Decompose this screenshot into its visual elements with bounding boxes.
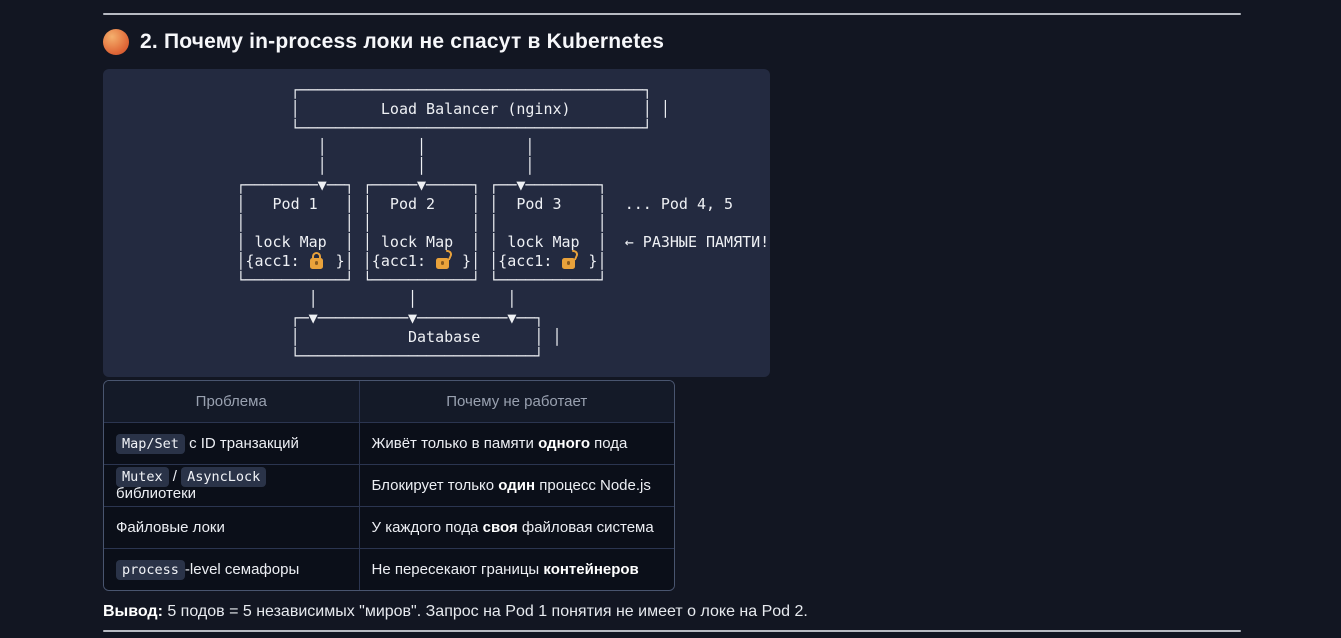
table-row: process-level семафоры Не пересекают гра… [104,547,674,590]
table-header-problem: Проблема [104,381,360,423]
cell-text: Файловые локи [116,518,225,536]
ascii-line: └──────────────────────────────────────┘ [119,119,652,137]
table-header-reason: Почему не работает [358,381,674,423]
section-heading: 2. Почему in-process локи не спасут в Ku… [103,29,1241,55]
code-chip: AsyncLock [181,467,267,487]
kubernetes-diagram-panel: ┌──────────────────────────────────────┐… [103,69,770,377]
problem-cell: Map/Set с ID транзакций [104,421,360,465]
ascii-line: └───────────┘ └───────────┘ └───────────… [119,271,607,289]
orange-sphere-emoji-icon [103,29,129,55]
ascii-line: ┌────────▼──┐ ┌─────▼─────┐ ┌──▼────────… [119,176,607,194]
lock-closed-icon [309,252,327,269]
table-row: Файловые локи У каждого пода своя файлов… [104,505,674,549]
cell-bold-text: контейнеров [543,560,639,578]
top-divider [103,13,1241,15]
cell-text: процесс Node.js [535,476,651,494]
reason-cell: Живёт только в памяти одного пода [358,421,674,465]
cell-bold-text: своя [482,518,518,536]
page: { "colors": { "page_bg": "#121622", "pan… [0,13,1341,638]
article-content: 2. Почему in-process локи не спасут в Ku… [0,13,1341,632]
cell-text: / [168,468,182,485]
ascii-line: │ │ │ [119,157,535,175]
ascii-line: │ Database │ │ [119,328,562,346]
problem-cell: process-level семафоры [104,547,360,590]
ascii-line: ┌──────────────────────────────────────┐ [119,81,652,99]
table-row: Map/Set с ID транзакций Живёт только в п… [104,421,674,465]
ascii-line: └──────────────────────────┘ [119,347,544,365]
table-row: Mutex / AsyncLock библиотеки Блокирует т… [104,463,674,507]
reason-cell: Не пересекают границы контейнеров [358,547,674,590]
ascii-line: │ Pod 1 │ │ Pod 2 │ │ Pod 3 │ ... Pod 4,… [119,195,734,213]
ascii-line: │ Load Balancer (nginx) │ │ [119,100,670,118]
lock-row-text: │{acc1: [119,252,309,270]
cell-text: Живёт только в памяти [371,434,539,452]
bottom-divider [103,630,1241,632]
ascii-line: │ │ │ │ │ │ [119,214,607,232]
cell-text: Не пересекают границы [371,560,544,578]
code-chip: Map/Set [116,433,185,454]
lock-row-text: }│ [579,252,607,270]
lock-row-text: }│ │{acc1: [326,252,436,270]
problem-cell: Mutex / AsyncLock библиотеки [104,463,360,507]
cell-bold-text: один [498,476,536,494]
ascii-lock-row: │{acc1: }│ │{acc1: }│ │{acc1: }│ [119,248,754,271]
cell-text: с ID транзакций [184,434,299,452]
problem-cell: Файловые локи [104,505,360,549]
code-chip: process [116,559,185,580]
cell-text: файловая система [517,518,654,536]
ascii-line: │ │ │ [119,290,517,308]
conclusion-label: Вывод: [103,603,163,620]
ascii-line: ┌─▼──────────▼──────────▼──┐ [119,309,544,327]
section-title: 2. Почему in-process локи не спасут в Ku… [140,30,665,53]
ascii-line: │ │ │ [119,138,535,156]
reason-cell: У каждого пода своя файловая система [358,505,674,549]
problems-table: Проблема Почему не работает Map/Set с ID… [103,380,675,591]
lock-open-icon [561,248,580,269]
cell-text: пода [589,434,628,452]
cell-text: библиотеки [116,485,197,502]
conclusion-text: 5 подов = 5 независимых "миров". Запрос … [162,603,808,620]
lock-row-text: }│ │{acc1: [453,252,562,270]
reason-cell: Блокирует только один процесс Node.js [358,463,674,507]
cell-text: Блокирует только [371,476,499,494]
lock-open-icon [435,248,454,269]
ascii-line: │ lock Map │ │ lock Map │ │ lock Map │ ←… [119,233,770,251]
cell-bold-text: одного [538,434,590,452]
cell-text: -level семафоры [184,560,300,578]
cell-text: У каждого пода [371,518,483,536]
conclusion-line: Вывод: 5 подов = 5 независимых "миров". … [103,603,1241,621]
code-chip: Mutex [116,467,169,487]
